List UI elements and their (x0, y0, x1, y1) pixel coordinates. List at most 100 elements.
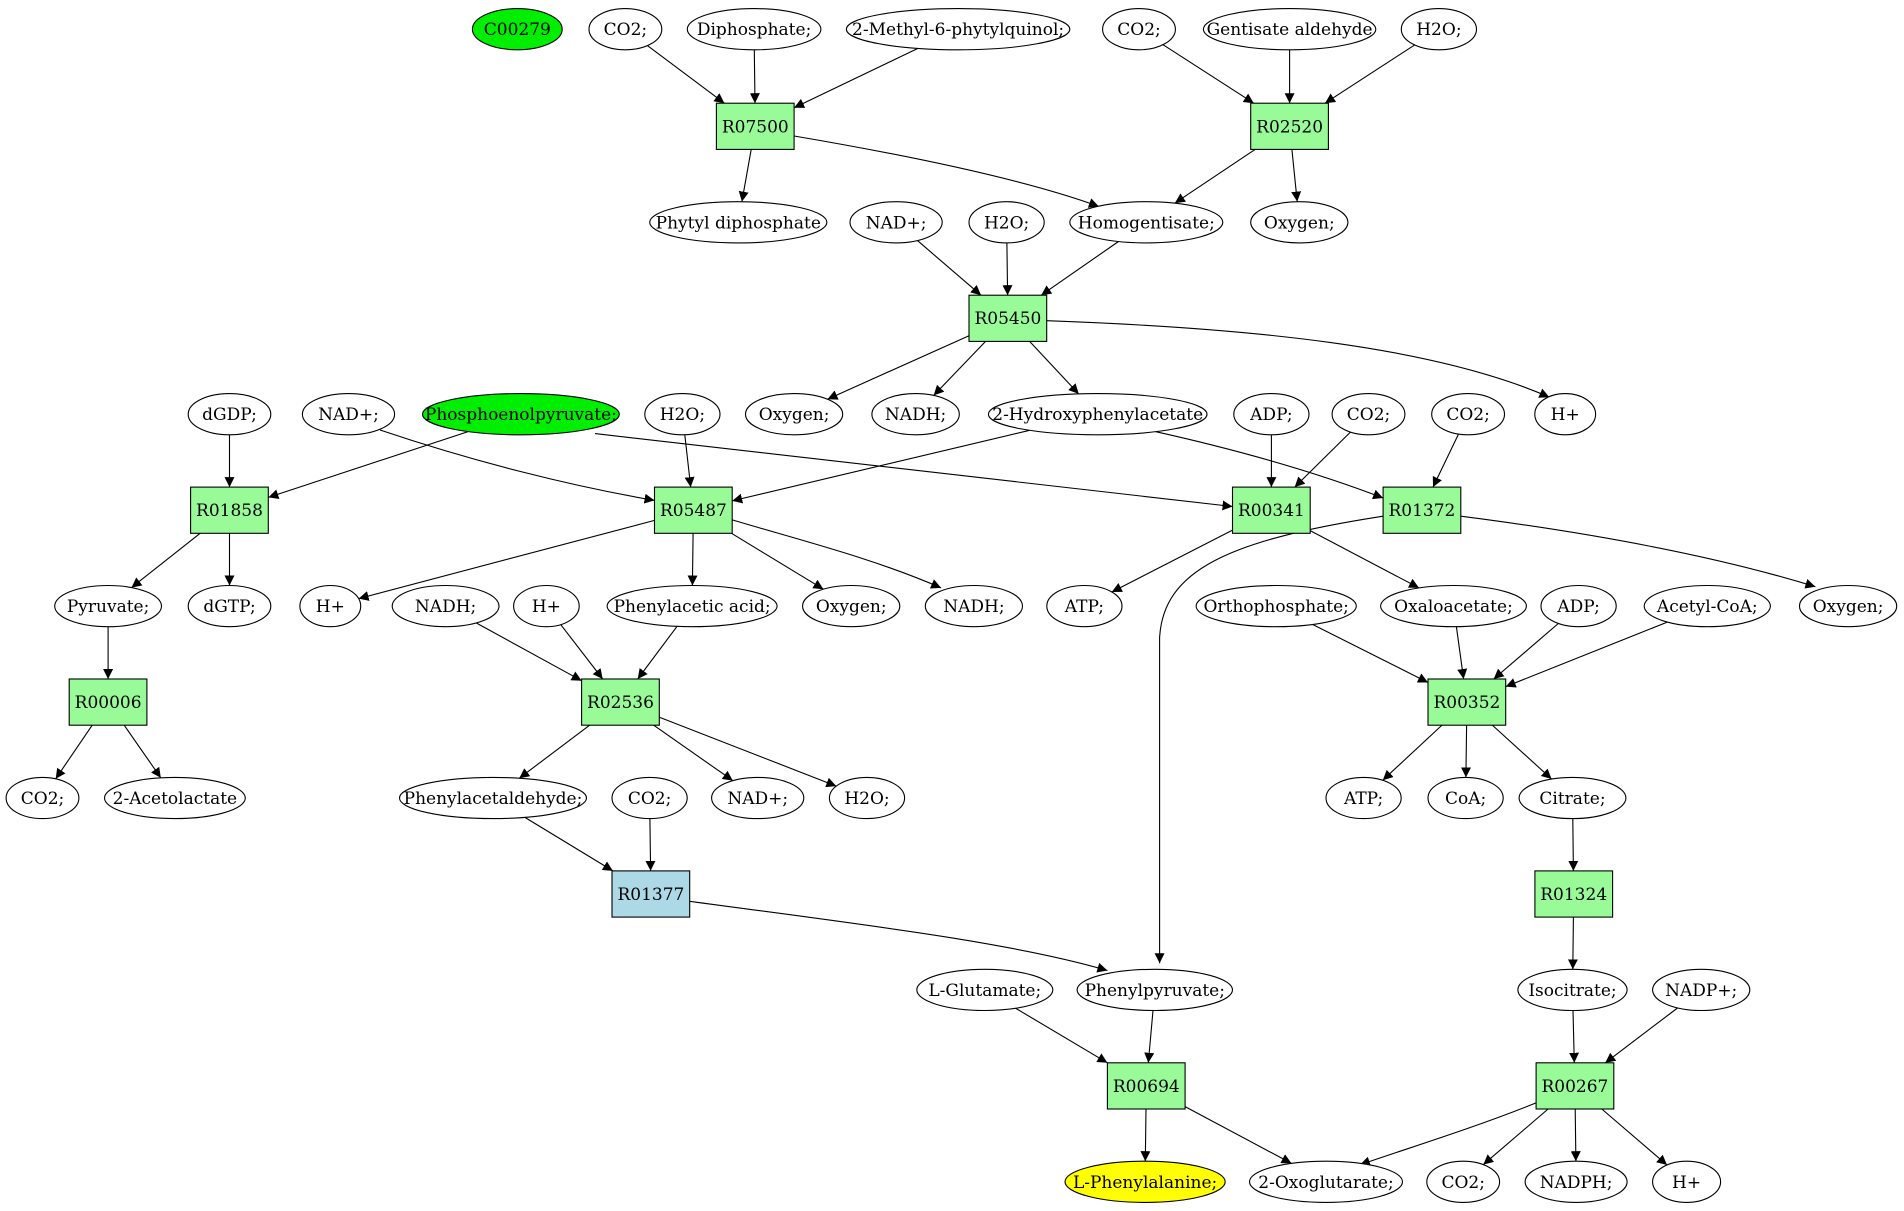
metabolite-ellipse (54, 584, 163, 628)
edge-oxaloacetate-to-R00352 (1455, 626, 1468, 680)
node-label: Phenylpyruvate; (1085, 981, 1225, 1001)
node-label: ATP; (1064, 597, 1104, 617)
edge-hpa-to-R01372 (1153, 430, 1384, 500)
edge-R00352-to-coa (1461, 725, 1472, 778)
node-label: R00341 (1238, 501, 1305, 521)
metabolite-ellipse (1250, 201, 1349, 244)
reaction-node-r01324: R01324 (1534, 870, 1614, 918)
metabolite-ellipse (1518, 776, 1627, 820)
metabolite-ellipse (924, 584, 1024, 628)
reaction-box (1106, 1062, 1186, 1110)
metabolite-node-hplus_d: H+ (1652, 1160, 1722, 1203)
reaction-box (715, 102, 795, 150)
reaction-box (968, 294, 1048, 342)
metabolite-node-hplus_c: H+ (513, 584, 580, 628)
metabolite-node-acetolactate: 2-Acetolactate (103, 776, 246, 820)
metabolite-node-citrate: Citrate; (1518, 776, 1627, 820)
reaction-box (1231, 486, 1311, 534)
edge-R05450-to-hpa (1029, 340, 1080, 395)
metabolite-node-oxygen_c: Oxygen; (802, 584, 901, 628)
metabolite-node-gentisate: Gentisate aldehyde (1202, 8, 1377, 51)
node-label: NAD+; (318, 405, 379, 425)
node-label: R00267 (1541, 1077, 1608, 1097)
node-label: CO2; (628, 789, 672, 809)
metabolite-node-hplus_b: H+ (299, 584, 362, 628)
node-label: CO2; (1347, 405, 1391, 425)
edge-R01858-to-pyruvate (131, 532, 201, 589)
node-label: NADH; (415, 597, 476, 617)
node-label: 2-Oxoglutarate; (1258, 1173, 1393, 1193)
node-label: Phosphoenolpyruvate; (425, 405, 617, 425)
node-label: Phenylacetic acid; (614, 597, 771, 617)
metabolite-node-nadp_b: NAD+; (301, 393, 396, 436)
metabolite-node-pyruvate: Pyruvate; (54, 584, 163, 628)
metabolite-ellipse (299, 584, 362, 628)
node-label: R01324 (1540, 885, 1607, 905)
node-label: L-Glutamate; (928, 981, 1041, 1001)
metabolite-node-phenylacetaldehyde: Phenylacetaldehyde; (398, 776, 588, 820)
edge-R02536-to-nadp_c (653, 724, 734, 782)
edge-h2o_b-to-R05450 (1002, 242, 1013, 296)
edge-homogentisate-to-R05450 (1040, 241, 1119, 296)
edge-R07500-to-homogentisate (794, 135, 1100, 208)
node-label: Orthophosphate; (1203, 597, 1348, 617)
metabolite-ellipse (1069, 201, 1224, 244)
node-label: C00279 (484, 20, 551, 40)
metabolite-node-nadh_b: NADH; (391, 584, 500, 628)
edge-R00352-to-citrate (1491, 724, 1552, 780)
metabolite-ellipse (1431, 393, 1506, 436)
node-label: CO2; (1446, 405, 1490, 425)
metabolite-ellipse (1233, 393, 1310, 436)
metabolite-node-methylphytyl: 2-Methyl-6-phytylquinol; (845, 8, 1071, 51)
edge-isocitrate-to-R00267 (1569, 1010, 1580, 1063)
metabolite-node-oxaloacetate: Oxaloacetate; (1380, 584, 1527, 628)
edge-R01372-to-oxygen_d (1460, 515, 1816, 589)
metabolite-ellipse (871, 393, 960, 436)
node-label: Acetyl-CoA; (1656, 597, 1758, 617)
metabolite-node-acetylcoa: Acetyl-CoA; (1643, 584, 1771, 628)
edge-co2_d-to-R01372 (1432, 433, 1459, 488)
metabolite-node-hpa: 2-Hydroxyphenylacetate (987, 393, 1208, 436)
metabolite-ellipse (398, 776, 588, 820)
edge-R00267-to-hplus_d (1601, 1108, 1668, 1166)
edge-R02520-to-homogentisate (1174, 148, 1256, 204)
edge-R05450-to-hplus_a (1046, 320, 1550, 398)
node-label: H2O; (844, 789, 889, 809)
reaction-node-r00267: R00267 (1535, 1062, 1615, 1110)
metabolite-node-co2_d: CO2; (1431, 393, 1506, 436)
metabolite-ellipse (845, 8, 1071, 51)
metabolite-ellipse (1652, 1160, 1722, 1203)
node-label: CO2; (604, 20, 648, 40)
metabolite-node-co2_e: CO2; (5, 776, 80, 820)
edge-R00341-to-oxaloacetate (1309, 530, 1420, 589)
node-label: NAD+; (727, 789, 788, 809)
edge-methylphytyl-to-R07500 (793, 47, 919, 109)
reaction-box (653, 486, 733, 534)
node-label: CO2; (21, 789, 65, 809)
metabolite-ellipse (513, 584, 580, 628)
edge-R01372-to-phenylpyruvate (1154, 515, 1384, 964)
node-label: 2-Acetolactate (113, 789, 237, 809)
edge-R00352-to-atp_b (1382, 724, 1443, 781)
metabolite-ellipse (1643, 584, 1771, 628)
metabolite-ellipse (611, 776, 688, 820)
metabolite-ellipse (711, 776, 805, 820)
edge-R00006-to-co2_e (55, 724, 93, 780)
node-label: ADP; (1556, 597, 1599, 617)
metabolite-node-oxygen_b: Oxygen; (744, 393, 844, 436)
edge-R05487-to-phenylacetic (687, 533, 698, 586)
node-label: H2O; (660, 405, 705, 425)
node-label: R01858 (196, 501, 263, 521)
edge-nadpplus-to-R00267 (1604, 1007, 1678, 1064)
node-label: R00352 (1433, 693, 1500, 713)
edge-R05487-to-nadh_c (732, 519, 942, 589)
metabolite-ellipse (103, 776, 246, 820)
edge-R00694-to-phenylalanine (1140, 1108, 1151, 1162)
metabolite-ellipse (686, 8, 822, 51)
metabolite-ellipse (649, 201, 828, 244)
metabolite-ellipse (744, 393, 844, 436)
node-label: H2O; (984, 213, 1029, 233)
edge-h2o_a-to-R02520 (1324, 44, 1415, 104)
metabolite-ellipse (471, 8, 563, 51)
